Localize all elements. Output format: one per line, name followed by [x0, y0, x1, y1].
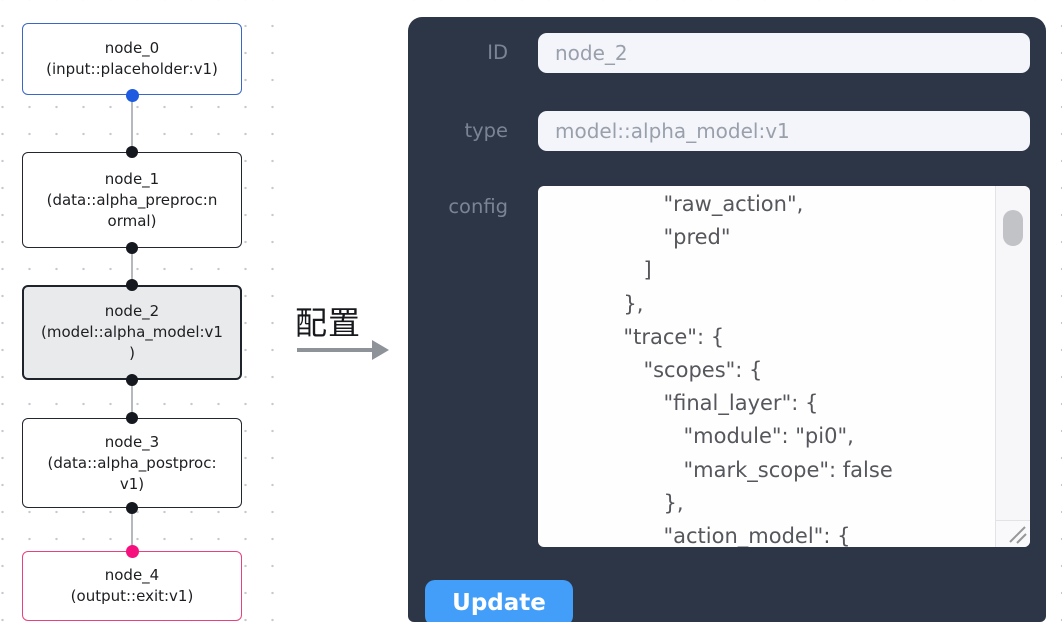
config-json-text: "raw_action", "pred" ] }, "trace": { "sc… [623, 192, 893, 547]
flow-node-node_0[interactable]: node_0 (input::placeholder:v1) [22, 23, 242, 95]
node-title: node_2 [104, 302, 160, 320]
port-handle-node2-in[interactable] [126, 279, 138, 291]
node-subtitle: (model::alpha_model:v1 ) [41, 323, 223, 362]
update-button[interactable]: Update [425, 580, 573, 622]
config-panel: ID node_2 type model::alpha_model:v1 con… [408, 17, 1046, 622]
port-handle-node1-out[interactable] [126, 242, 138, 254]
port-handle-node1-in[interactable] [126, 146, 138, 158]
node-title: node_3 [104, 432, 160, 451]
node-title: node_1 [104, 169, 160, 188]
node-title: node_4 [104, 566, 160, 584]
flow-node-node_4[interactable]: node_4 (output::exit:v1) [22, 551, 242, 621]
config-field-label: config [448, 195, 508, 218]
type-field-label: type [464, 119, 508, 142]
flow-node-node_1[interactable]: node_1 (data::alpha_preproc:n ormal) [22, 152, 242, 248]
type-input[interactable]: model::alpha_model:v1 [538, 111, 1030, 151]
config-textarea[interactable]: "raw_action", "pred" ] }, "trace": { "sc… [538, 186, 1030, 547]
node-subtitle: (output::exit:v1) [70, 587, 194, 605]
arrow-head-icon [372, 340, 389, 360]
arrow-right-icon [297, 348, 374, 352]
scrollbar-thumb[interactable] [1003, 210, 1023, 246]
port-handle-node3-in[interactable] [126, 412, 138, 424]
port-handle-node2-out[interactable] [126, 374, 138, 386]
port-handle-node4-in[interactable] [125, 544, 139, 558]
scrollbar-track[interactable] [995, 186, 1030, 520]
flow-node-node_2[interactable]: node_2 (model::alpha_model:v1 ) [22, 285, 242, 380]
id-input[interactable]: node_2 [538, 33, 1030, 73]
id-field-label: ID [487, 41, 508, 64]
node-title: node_0 [104, 39, 160, 57]
node-subtitle: (data::alpha_preproc:n ormal) [46, 190, 218, 230]
resize-grip-icon [1009, 526, 1027, 544]
config-annotation-label: 配置 [295, 304, 362, 342]
node-subtitle: (input::placeholder:v1) [46, 60, 218, 78]
port-handle-node3-out[interactable] [126, 502, 138, 514]
resize-corner[interactable] [995, 520, 1030, 547]
port-handle-node0-out[interactable] [125, 88, 139, 102]
flow-node-node_3[interactable]: node_3 (data::alpha_postproc: v1) [22, 418, 242, 508]
node-subtitle: (data::alpha_postproc: v1) [47, 453, 217, 493]
